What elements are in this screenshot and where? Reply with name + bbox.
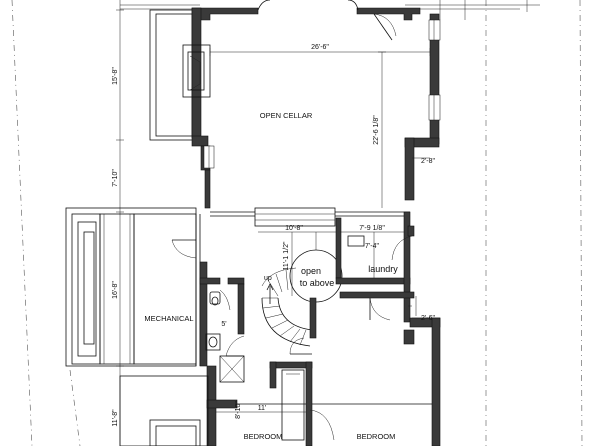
dim-cellar-depth: 22'-6 1/8"	[373, 115, 380, 145]
dim-hall-depth: 11'-1 1/2"	[283, 241, 290, 271]
property-line-left-lower	[69, 369, 81, 446]
hall-dimension-lines	[258, 231, 404, 296]
stair-up-label: up	[264, 275, 272, 282]
fireplace	[182, 44, 211, 98]
cellar-door	[373, 13, 397, 41]
open-to-above-label-2: to above	[300, 278, 335, 288]
lower-left-structure	[119, 375, 209, 446]
dim-bedroom-width: 11'	[258, 405, 267, 412]
cellar-bottom-wall	[210, 207, 410, 227]
dim-cellar-width: 26'-6"	[311, 44, 329, 51]
open-to-above-label-1: open	[301, 266, 321, 276]
mechanical-door	[171, 239, 197, 259]
property-line-far-right	[579, 0, 583, 446]
bedroom-label-1: BEDROOM	[244, 432, 283, 441]
windows	[203, 19, 441, 169]
bedroom-label-2: BEDROOM	[357, 432, 396, 441]
dim-laundry-depth: 7'-4"	[365, 243, 379, 250]
right-lower-walls	[403, 157, 441, 446]
dim-laundry-width: 7'-9 1/8"	[359, 225, 385, 232]
laundry-label: laundry	[368, 264, 398, 274]
cellar-walls	[191, 0, 440, 209]
open-cellar-label: OPEN CELLAR	[260, 111, 313, 120]
hall-laundry-walls	[309, 211, 415, 339]
bedroom-walls	[206, 365, 432, 446]
curved-stair	[261, 267, 313, 347]
dim-left-mid: 7'-10"	[112, 169, 119, 187]
dim-right-2: 2'-6"	[421, 315, 435, 322]
dim-left-upper: 15'-8"	[112, 67, 119, 85]
mechanical-block	[65, 207, 201, 367]
dim-closet: 8'-10"	[235, 401, 242, 419]
top-edge-lines	[120, 0, 540, 20]
dim-hall-width: 10'-8"	[285, 225, 303, 232]
dim-left-lower: 16'-8"	[112, 281, 119, 299]
dim-right-1: 2'-8"	[421, 158, 435, 165]
cellar-dimension-lines	[209, 48, 431, 208]
property-line-left	[11, 0, 33, 446]
bathroom	[199, 261, 245, 383]
dim-bath: 5'	[221, 321, 226, 328]
mechanical-label: MECHANICAL	[144, 314, 193, 323]
lower-doors	[225, 335, 312, 357]
dim-left-bottom: 11'-8"	[112, 409, 119, 427]
